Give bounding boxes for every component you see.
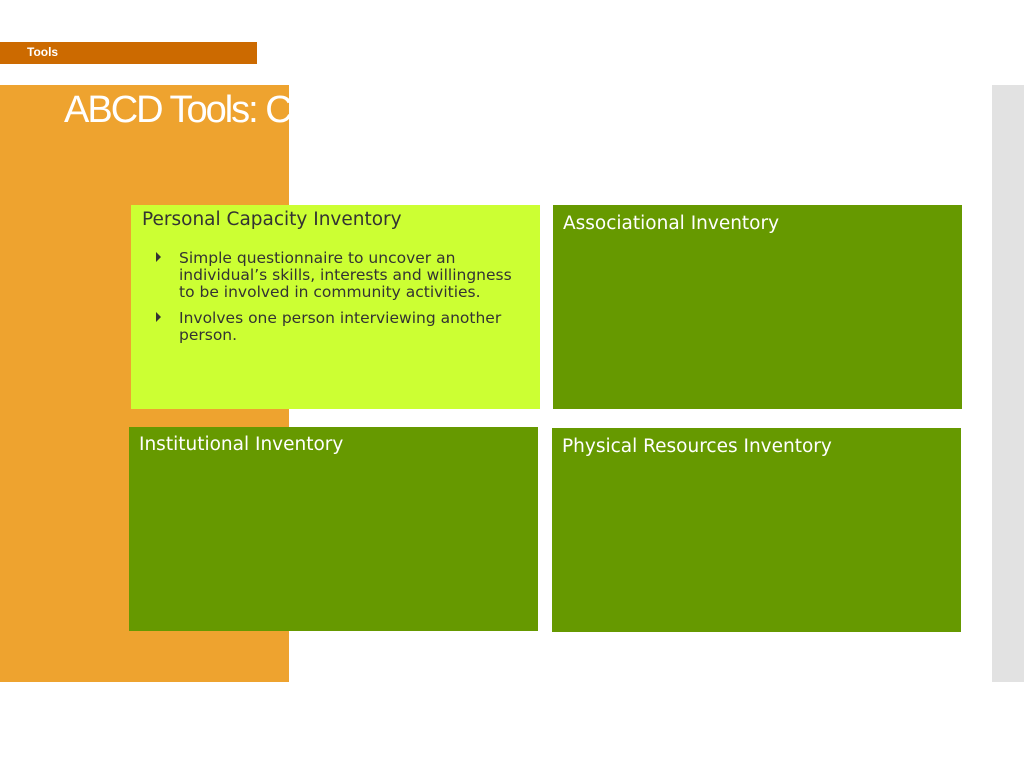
personal-capacity-title: Personal Capacity Inventory <box>142 209 402 230</box>
section-tag: Tools <box>0 42 257 64</box>
physical-resources-title: Physical Resources Inventory <box>562 436 832 457</box>
associational-inventory-box: Associational Inventory <box>553 205 962 409</box>
right-gray-strip <box>992 85 1024 682</box>
triangle-right-icon <box>156 252 161 262</box>
associational-inventory-title: Associational Inventory <box>563 213 780 234</box>
bullet-item: Simple questionnaire to uncover an indiv… <box>142 250 530 301</box>
slide-title: ABCD Tools: Capacity Inventories <box>64 89 294 131</box>
triangle-right-icon <box>156 312 161 322</box>
personal-capacity-bullets: Simple questionnaire to uncover an indiv… <box>142 250 530 344</box>
personal-capacity-box: Personal Capacity Inventory Simple quest… <box>131 205 540 409</box>
bullet-text: Simple questionnaire to uncover an indiv… <box>179 249 512 301</box>
bullet-item: Involves one person interviewing another… <box>142 310 530 344</box>
institutional-inventory-title: Institutional Inventory <box>139 434 344 455</box>
institutional-inventory-box: Institutional Inventory <box>129 427 538 631</box>
physical-resources-box: Physical Resources Inventory <box>552 428 961 632</box>
section-tag-label: Tools <box>27 45 59 59</box>
bullet-text: Involves one person interviewing another… <box>179 309 502 344</box>
